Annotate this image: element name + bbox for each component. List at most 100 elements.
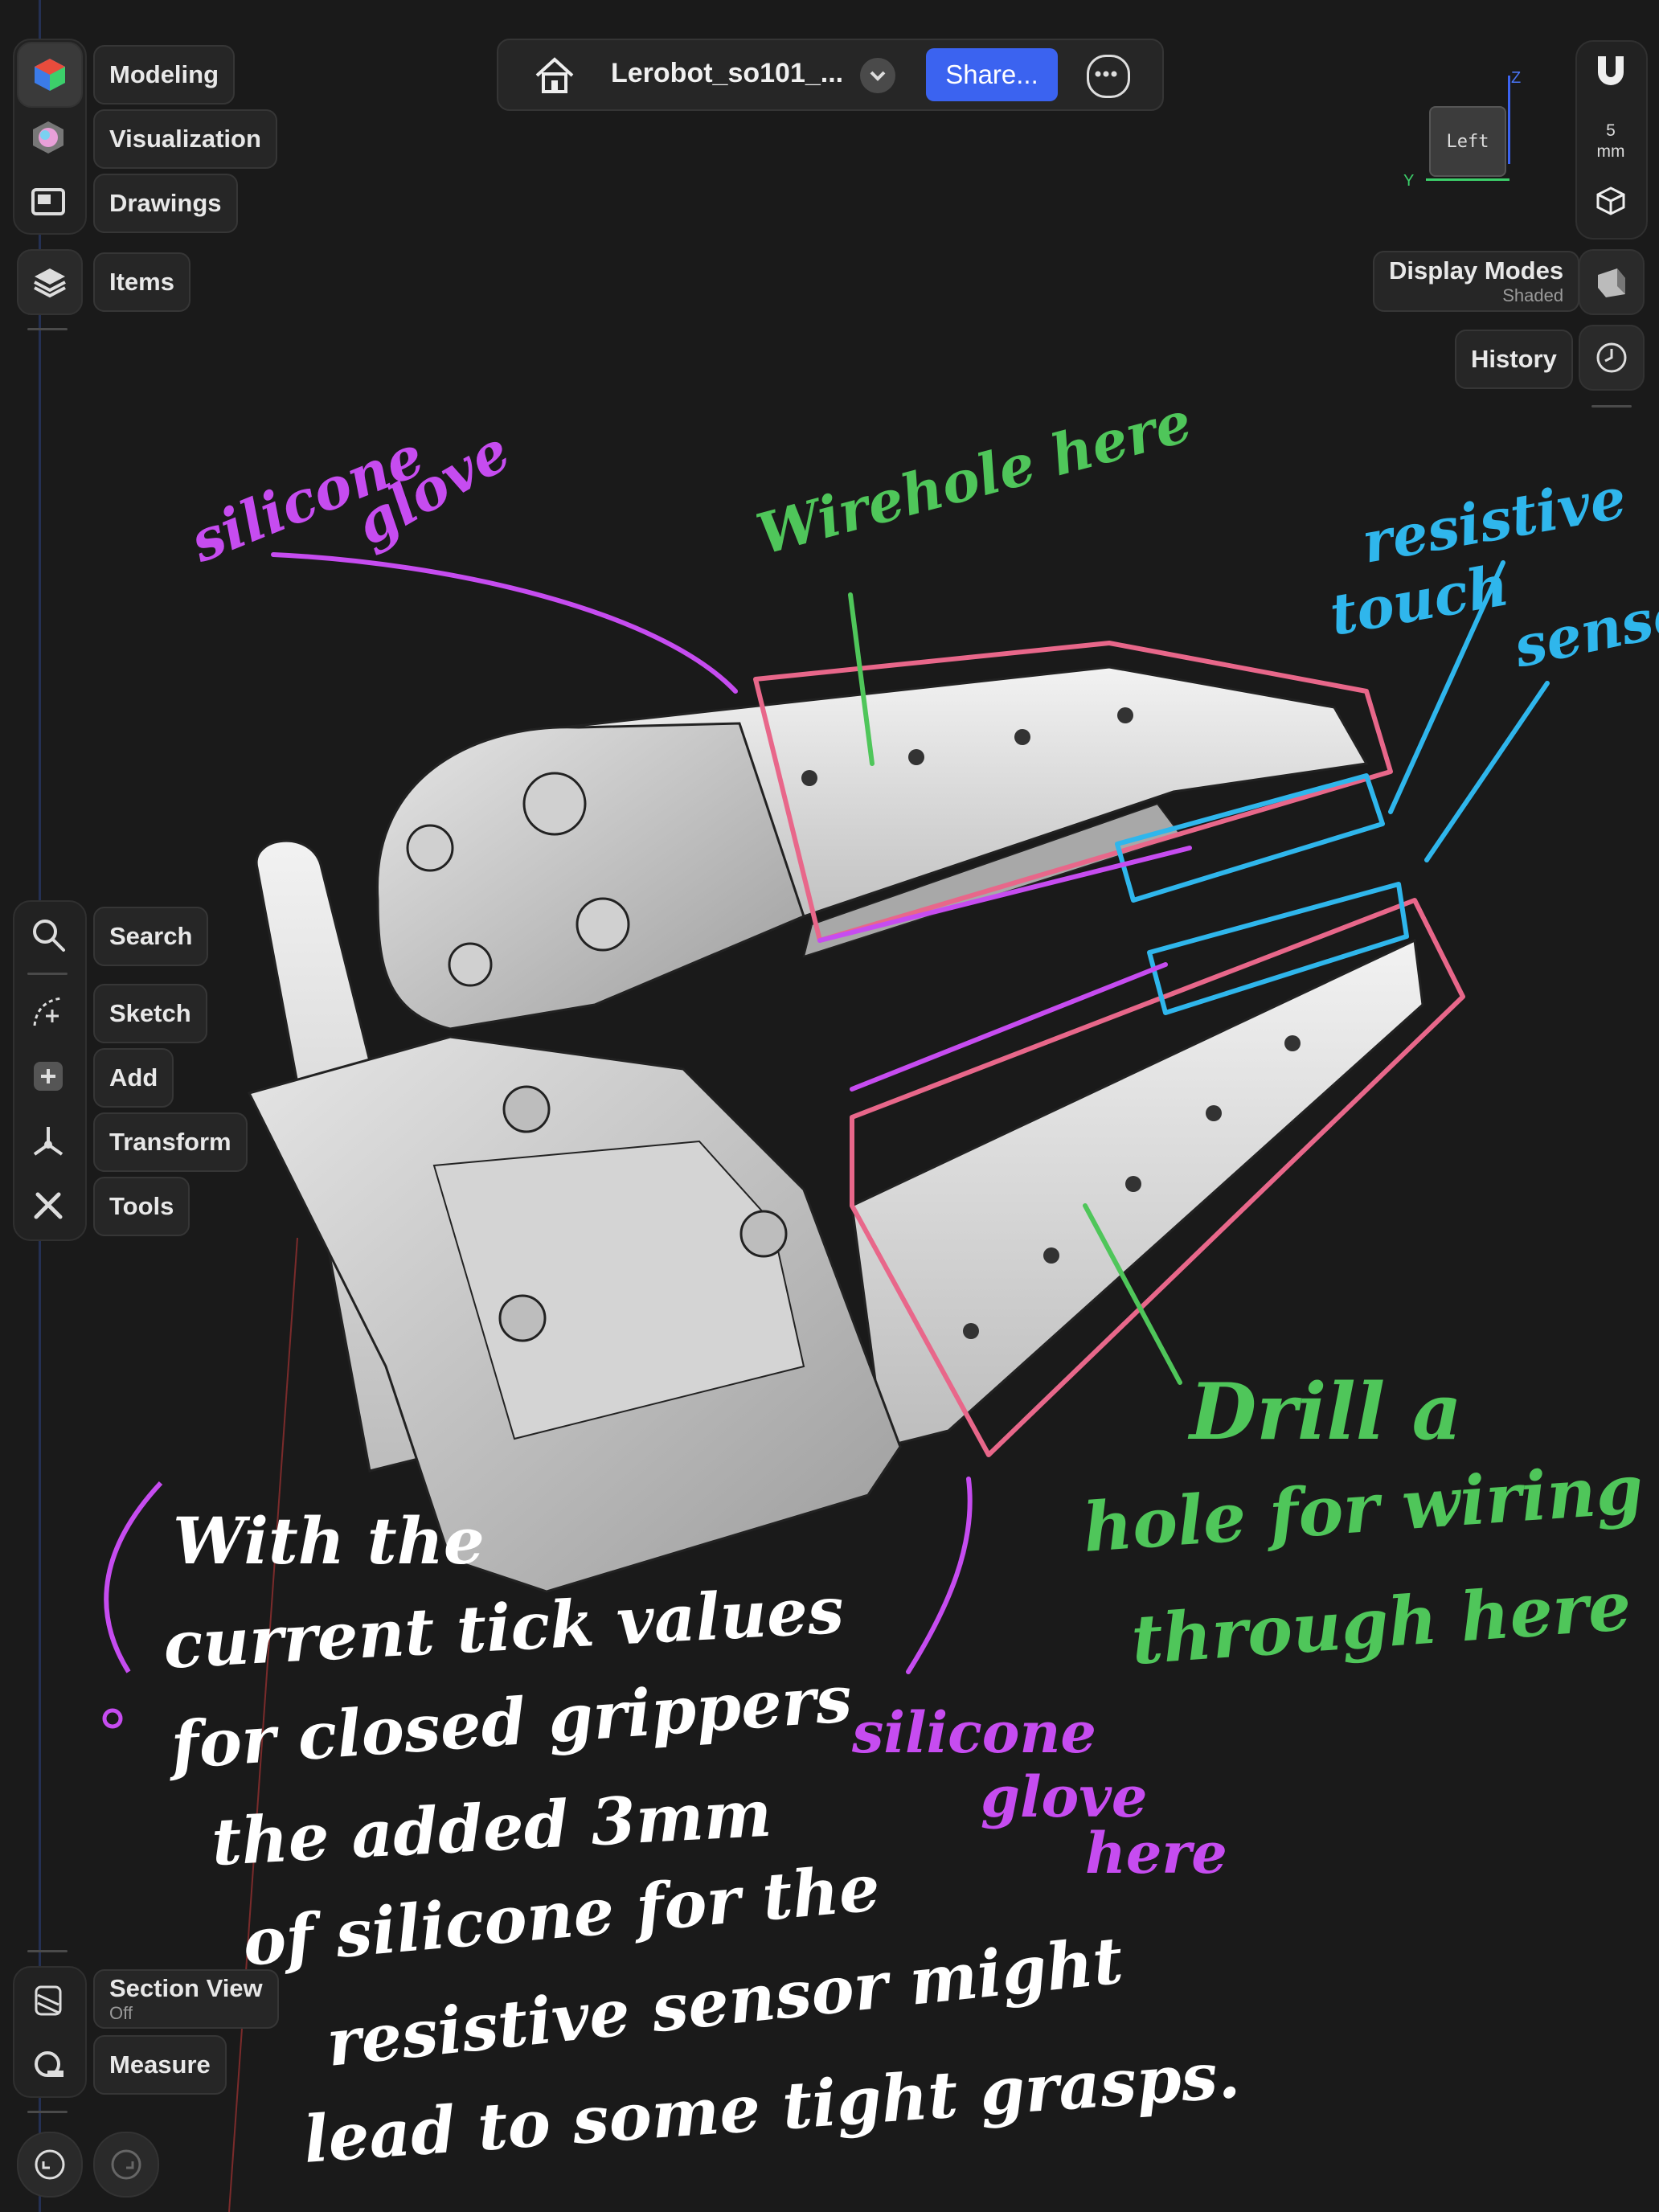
anno-wirehole: Wirehole here <box>750 388 1198 568</box>
clock-icon <box>1596 342 1627 373</box>
measure-label-pill[interactable]: Measure <box>93 2035 227 2095</box>
pink-outline-lower <box>850 898 1465 1457</box>
search-label-pill[interactable]: Search <box>93 907 209 966</box>
undo-button[interactable] <box>17 2132 83 2198</box>
items-button[interactable] <box>17 249 83 315</box>
ellipsis-icon <box>1095 71 1117 77</box>
pink-outline-upper <box>753 641 1393 943</box>
measure-button[interactable] <box>17 2034 80 2096</box>
search-icon <box>33 920 65 952</box>
section-view-icon <box>35 1985 62 2016</box>
tab-drawings-label: Drawings <box>109 189 222 217</box>
tape-measure-icon <box>35 2051 63 2077</box>
search-button[interactable] <box>17 903 80 966</box>
redo-button[interactable] <box>93 2132 159 2198</box>
section-view-pill[interactable]: Section View Off <box>93 1969 279 2029</box>
left-divider-bottom <box>27 1950 68 1952</box>
shaded-cube-icon <box>1598 268 1625 297</box>
tab-visualization[interactable]: Visualization <box>93 109 277 169</box>
purple-line-lower <box>850 962 1168 1092</box>
home-icon <box>535 57 574 93</box>
tools-label: Tools <box>109 1192 174 1220</box>
grid-size[interactable]: 5 mm <box>1596 121 1625 162</box>
layers-icon <box>34 268 66 298</box>
anno-resistive-3: sensor <box>1507 571 1659 681</box>
view-cube-face[interactable]: Left <box>1429 106 1506 177</box>
tool-divider <box>27 973 68 975</box>
redo-icon <box>111 2149 141 2180</box>
tools-button[interactable] <box>17 1174 80 1236</box>
transform-label: Transform <box>109 1128 231 1156</box>
tab-visualization-label: Visualization <box>109 125 261 153</box>
chevron-down-icon <box>870 71 886 81</box>
sketch-icon <box>33 997 63 1026</box>
sketch-label-pill[interactable]: Sketch <box>93 984 207 1043</box>
modeling-workspace-button[interactable] <box>17 42 83 108</box>
document-menu-button[interactable] <box>860 58 895 93</box>
anno-drill-2: hole for wiring <box>1080 1449 1645 1567</box>
more-options-button[interactable] <box>1087 55 1130 98</box>
purple-arrow-top <box>271 552 738 694</box>
add-label-pill[interactable]: Add <box>93 1048 174 1108</box>
grid-size-value: 5 <box>1606 121 1616 140</box>
section-view-button[interactable] <box>17 1969 80 2032</box>
visualization-workspace-button[interactable] <box>17 106 80 169</box>
measure-label: Measure <box>109 2050 211 2079</box>
items-label-pill[interactable]: Items <box>93 252 190 312</box>
note-line-1: With the <box>173 1503 485 1579</box>
display-modes-button[interactable] <box>1579 249 1645 315</box>
purple-arrow-bottom <box>906 1477 973 1674</box>
drawings-workspace-button[interactable] <box>17 170 80 233</box>
anno-resistive-2: touch <box>1325 551 1514 649</box>
transform-label-pill[interactable]: Transform <box>93 1112 248 1172</box>
sensor-pad-lower <box>1147 882 1409 1015</box>
share-button[interactable]: Share... <box>926 48 1058 101</box>
anno-drill-1: Drill a <box>1187 1366 1462 1457</box>
tab-modeling[interactable]: Modeling <box>93 45 236 104</box>
z-axis-indicator <box>1508 76 1510 164</box>
tools-label-pill[interactable]: Tools <box>93 1177 190 1236</box>
history-label: History <box>1471 345 1557 373</box>
cyan-arrow-2 <box>1424 681 1550 862</box>
left-divider-undo <box>27 2111 68 2113</box>
add-label: Add <box>109 1063 158 1092</box>
cyan-arrow-1 <box>1388 560 1505 814</box>
anno-silicone-bottom-1: silicone <box>851 1699 1096 1766</box>
visualization-icon <box>33 121 63 154</box>
orientation-button[interactable] <box>1591 182 1630 224</box>
transform-button[interactable] <box>17 1109 80 1172</box>
undo-icon <box>35 2149 65 2180</box>
display-modes-pill[interactable]: Display Modes Shaded <box>1373 251 1580 312</box>
note-bullet <box>102 1708 123 1729</box>
note-bracket <box>104 1481 163 1673</box>
anno-silicone-bottom-3: here <box>1085 1820 1227 1886</box>
search-label: Search <box>109 922 193 950</box>
items-label: Items <box>109 268 174 296</box>
snap-button[interactable] <box>1590 50 1632 96</box>
view-cube[interactable]: Left Z Y <box>1403 69 1521 190</box>
z-axis-label: Z <box>1511 69 1522 87</box>
purple-line-upper <box>817 846 1192 943</box>
history-pill[interactable]: History <box>1455 330 1573 389</box>
add-button[interactable] <box>17 1045 80 1108</box>
home-button[interactable] <box>534 56 576 99</box>
sketch-label: Sketch <box>109 999 191 1027</box>
y-axis-indicator <box>1426 178 1509 181</box>
tab-drawings[interactable]: Drawings <box>93 174 238 233</box>
green-arrow-wirehole <box>848 592 875 766</box>
document-title[interactable]: Lerobot_so101_... <box>611 58 844 88</box>
section-view-state: Off <box>109 2003 133 2023</box>
section-view-label: Section View <box>109 1974 263 2002</box>
anno-silicone-bottom-2: glove <box>981 1763 1147 1830</box>
transform-icon <box>33 1127 63 1156</box>
history-button[interactable] <box>1579 325 1645 391</box>
note-line-2: current tick values <box>162 1572 846 1683</box>
note-line-4: the added 3mm <box>210 1776 773 1880</box>
modeling-icon <box>35 59 65 91</box>
display-mode-value: Shaded <box>1502 285 1564 305</box>
magnet-icon <box>1598 56 1624 85</box>
sketch-button[interactable] <box>17 981 80 1043</box>
